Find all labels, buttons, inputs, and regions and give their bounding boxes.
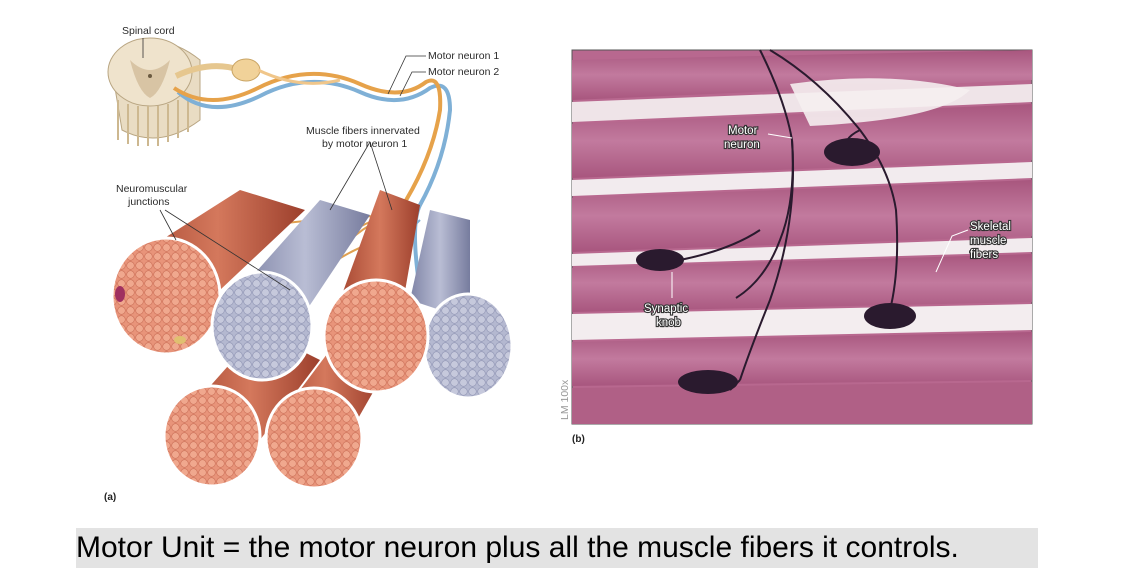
micro-motor-label-line1: Motor: [728, 125, 758, 137]
skeletal-label-line1: Skeletal: [970, 221, 1011, 233]
panel-label-b: (b): [572, 434, 585, 445]
synaptic-label-line2: knob: [656, 317, 681, 329]
synaptic-label-line1: Synaptic: [644, 303, 688, 315]
motor-unit-illustration: Spinal cord Motor neuron 1 Motor neuron …: [104, 25, 514, 503]
panel-label-a: (a): [104, 492, 116, 503]
skeletal-leader: [935, 229, 969, 273]
spinal-cord: [107, 37, 261, 146]
caption-term: Motor Unit: [76, 531, 215, 564]
magnification-label: LM 100x: [560, 379, 571, 420]
muscle-fibers-label-line1: Muscle fibers innervated: [306, 125, 420, 137]
skeletal-label-line2: muscle: [970, 235, 1006, 247]
muscle-fibers-label-line2: by motor neuron 1: [322, 138, 407, 150]
motor-neuron-1-label: Motor neuron 1: [428, 50, 499, 62]
motor-neuron-2-label: Motor neuron 2: [428, 66, 499, 78]
nmj-label-line1: Neuromuscular: [116, 183, 188, 195]
micro-motor-label-line2: neuron: [724, 139, 760, 151]
caption-definition: = the motor neuron plus all the muscle f…: [214, 531, 959, 564]
caption-bar: Motor Unit = the motor neuron plus all t…: [76, 528, 1038, 568]
motor-neuron-leader: [767, 133, 793, 139]
skeletal-label-line3: fibers: [970, 249, 998, 261]
motor-neuron-1-leader: [387, 55, 426, 95]
nmj-label-line2: junctions: [127, 196, 169, 208]
motor-neuron-2-leader: [399, 71, 426, 97]
fiber-cross-sections: [110, 236, 514, 490]
spinal-cord-label: Spinal cord: [122, 25, 175, 37]
nmj-leader: [159, 209, 291, 291]
micrograph-panel: Motor neuron Skeletal muscle fibers Syna…: [560, 49, 1033, 445]
muscle-fibers-leader: [329, 141, 393, 211]
micrograph-image: [571, 49, 1033, 425]
